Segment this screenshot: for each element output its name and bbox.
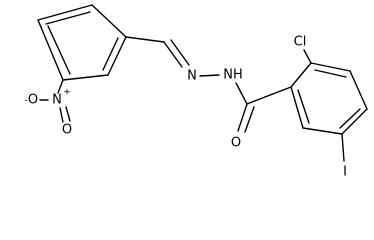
bond — [341, 108, 368, 135]
bond — [310, 62, 351, 72]
bond-double-inner — [65, 106, 71, 122]
chlorine-label: Cl — [294, 35, 307, 50]
bond-double-inner — [170, 39, 190, 66]
imine-nitrogen-label: N — [187, 69, 197, 84]
iodine-label: I — [343, 165, 347, 180]
molecule-structure-diagram: N + O - O N NH O Cl I — [24, 4, 368, 180]
bond — [302, 127, 343, 135]
bond-double-inner — [314, 69, 347, 78]
bond — [125, 36, 165, 43]
bond — [237, 103, 248, 132]
chloro-iodophenyl-ring — [290, 62, 368, 135]
bond — [91, 4, 127, 38]
imine-chain: N NH — [125, 36, 243, 84]
bond — [303, 49, 312, 64]
bond-double-inner — [297, 89, 310, 124]
halogen-substituents: Cl I — [294, 35, 347, 180]
bond-double-inner — [47, 25, 71, 75]
bond — [107, 36, 127, 76]
nitro-group: N + O - O — [24, 79, 72, 138]
bond — [57, 79, 64, 94]
bond — [199, 74, 220, 77]
bond — [37, 19, 64, 81]
bond — [290, 86, 304, 129]
bond-double-inner — [339, 108, 361, 129]
bond — [59, 107, 64, 123]
nitro-oxygen-charged-label: O — [28, 93, 38, 108]
bond — [62, 74, 109, 81]
nitro-oxygen-double-label: O — [62, 123, 72, 138]
bond — [235, 82, 248, 105]
bond — [349, 70, 368, 110]
bond — [37, 4, 93, 21]
nitro-nitrogen-label: N — [52, 93, 62, 108]
bond — [246, 86, 292, 105]
amide-group: O — [231, 82, 292, 151]
nitrophenyl-ring — [37, 4, 127, 81]
nitro-nitrogen-charge: + — [63, 88, 71, 98]
carbonyl-oxygen-label: O — [231, 136, 241, 151]
bond — [163, 41, 183, 68]
bond-double-inner — [102, 37, 119, 71]
bond — [341, 133, 345, 162]
bond-double-inner — [45, 11, 91, 25]
bond — [290, 62, 312, 88]
nitro-oxygen-charge: - — [24, 96, 27, 106]
bond-double-inner — [244, 106, 255, 133]
hydrazide-nh-label: NH — [223, 68, 243, 83]
